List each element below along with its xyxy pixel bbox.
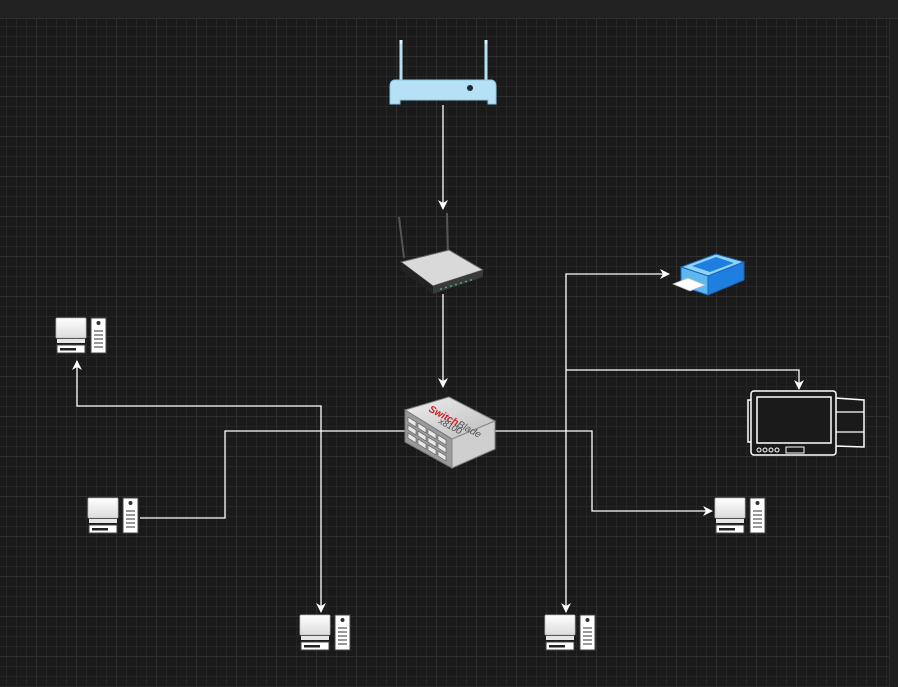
workstation-icon-bottom-left[interactable]: [299, 614, 351, 651]
workstation-icon-bottom-right[interactable]: [544, 614, 596, 651]
connector-switch-to-pc-left: [140, 430, 321, 519]
diagram-canvas[interactable]: [0, 19, 890, 687]
printer-icon[interactable]: [671, 253, 746, 296]
connector-switch-to-pc-topleft: [72, 360, 405, 432]
workstation-icon-left[interactable]: [87, 497, 139, 534]
wireless-router-icon[interactable]: [389, 40, 497, 105]
connector-switch-to-pc-right: [566, 430, 713, 516]
tablet-display-icon[interactable]: [747, 390, 865, 456]
connector-switch-to-tablet: [566, 369, 804, 390]
connector-switch-to-printer: [495, 269, 670, 432]
network-switch-icon[interactable]: SwitchBlade x8100: [403, 396, 497, 469]
workstation-icon-topleft[interactable]: [55, 317, 107, 354]
vertical-scrollbar[interactable]: [889, 19, 898, 687]
workstation-icon-right[interactable]: [714, 497, 766, 534]
wifi-router-icon[interactable]: [398, 212, 485, 294]
top-toolbar: [0, 0, 898, 19]
connectors: [72, 105, 804, 613]
